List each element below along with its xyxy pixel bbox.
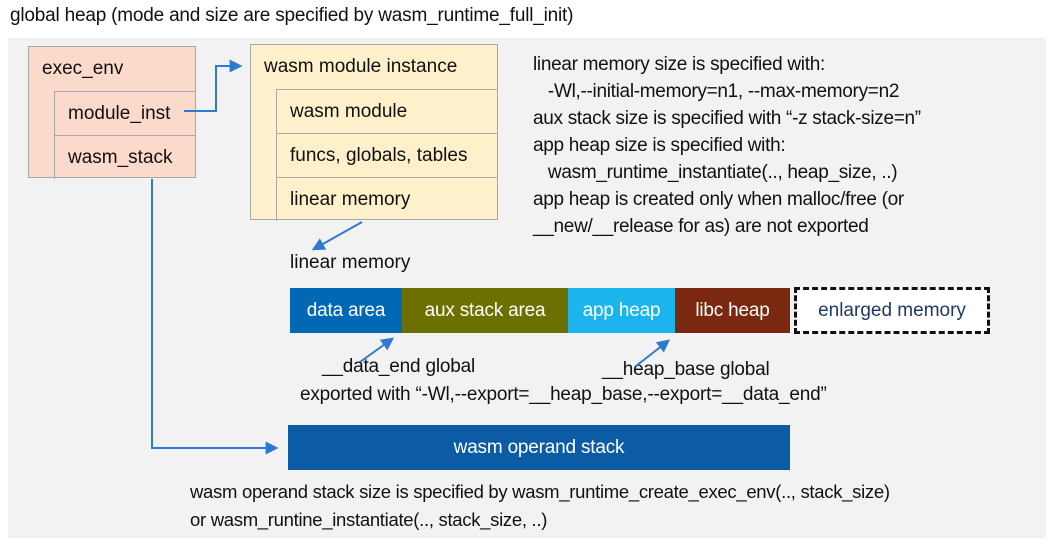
libc-heap-label: libc heap [695,299,770,321]
exec-env-header: exec_env [42,58,124,79]
note-line: or wasm_runtine_instantiate(.., stack_si… [190,509,548,530]
exec-env-box: exec_env module_inst wasm_stack [28,46,196,179]
data-end-global-label: __data_end global [322,356,475,377]
funcs-globals-tables-label: funcs, globals, tables [290,144,468,166]
exec-env-row-wasm-stack: wasm_stack [54,135,195,179]
exported-with-label: exported with “-Wl,--export=__heap_base,… [300,384,827,405]
wasm-stack-label: wasm_stack [68,146,173,168]
diagram-title: global heap (mode and size are specified… [10,5,574,26]
note-line: wasm operand stack size is specified by … [190,481,890,502]
app-heap-label: app heap [582,299,661,321]
note-line: -Wl,--initial-memory=n1, --max-memory=n2 [533,81,900,102]
linear-memory-bar: data area aux stack area app heap libc h… [290,288,790,333]
wasm-module-instance-box: wasm module instance wasm module funcs, … [250,44,498,221]
enlarged-memory-box: enlarged memory [794,287,990,334]
instance-row-funcs-globals-tables: funcs, globals, tables [276,133,497,177]
data-area-label: data area [306,299,386,321]
segment-data-area: data area [290,288,402,333]
note-line: app heap size is specified with: [533,135,786,156]
instance-row-linear-memory: linear memory [276,177,497,221]
segment-app-heap: app heap [568,288,675,333]
segment-aux-stack-area: aux stack area [402,288,568,333]
linear-memory-bar-title: linear memory [290,252,411,273]
exec-env-row-module-inst: module_inst [54,91,195,135]
wasm-operand-stack-bar: wasm operand stack [288,425,790,470]
heap-base-global-label: __heap_base global [602,359,770,380]
wasm-module-label: wasm module [290,100,408,122]
aux-stack-area-label: aux stack area [424,299,546,321]
notes-bottom: wasm operand stack size is specified by … [190,478,890,534]
enlarged-memory-label: enlarged memory [818,299,966,321]
note-line: __new/__release for as) are not exported [533,216,869,237]
note-line: wasm_runtime_instantiate(.., heap_size, … [533,162,898,183]
note-line: app heap is created only when malloc/fre… [533,189,904,210]
segment-libc-heap: libc heap [675,288,790,333]
note-line: linear memory size is specified with: [533,54,825,75]
instance-row-wasm-module: wasm module [276,89,497,133]
linear-memory-field-label: linear memory [290,188,411,210]
note-line: aux stack size is specified with “-z sta… [533,108,921,129]
module-inst-label: module_inst [68,102,171,124]
wasm-module-instance-header: wasm module instance [264,56,458,77]
notes-right: linear memory size is specified with: -W… [533,51,921,240]
wasm-operand-stack-label: wasm operand stack [453,436,625,458]
